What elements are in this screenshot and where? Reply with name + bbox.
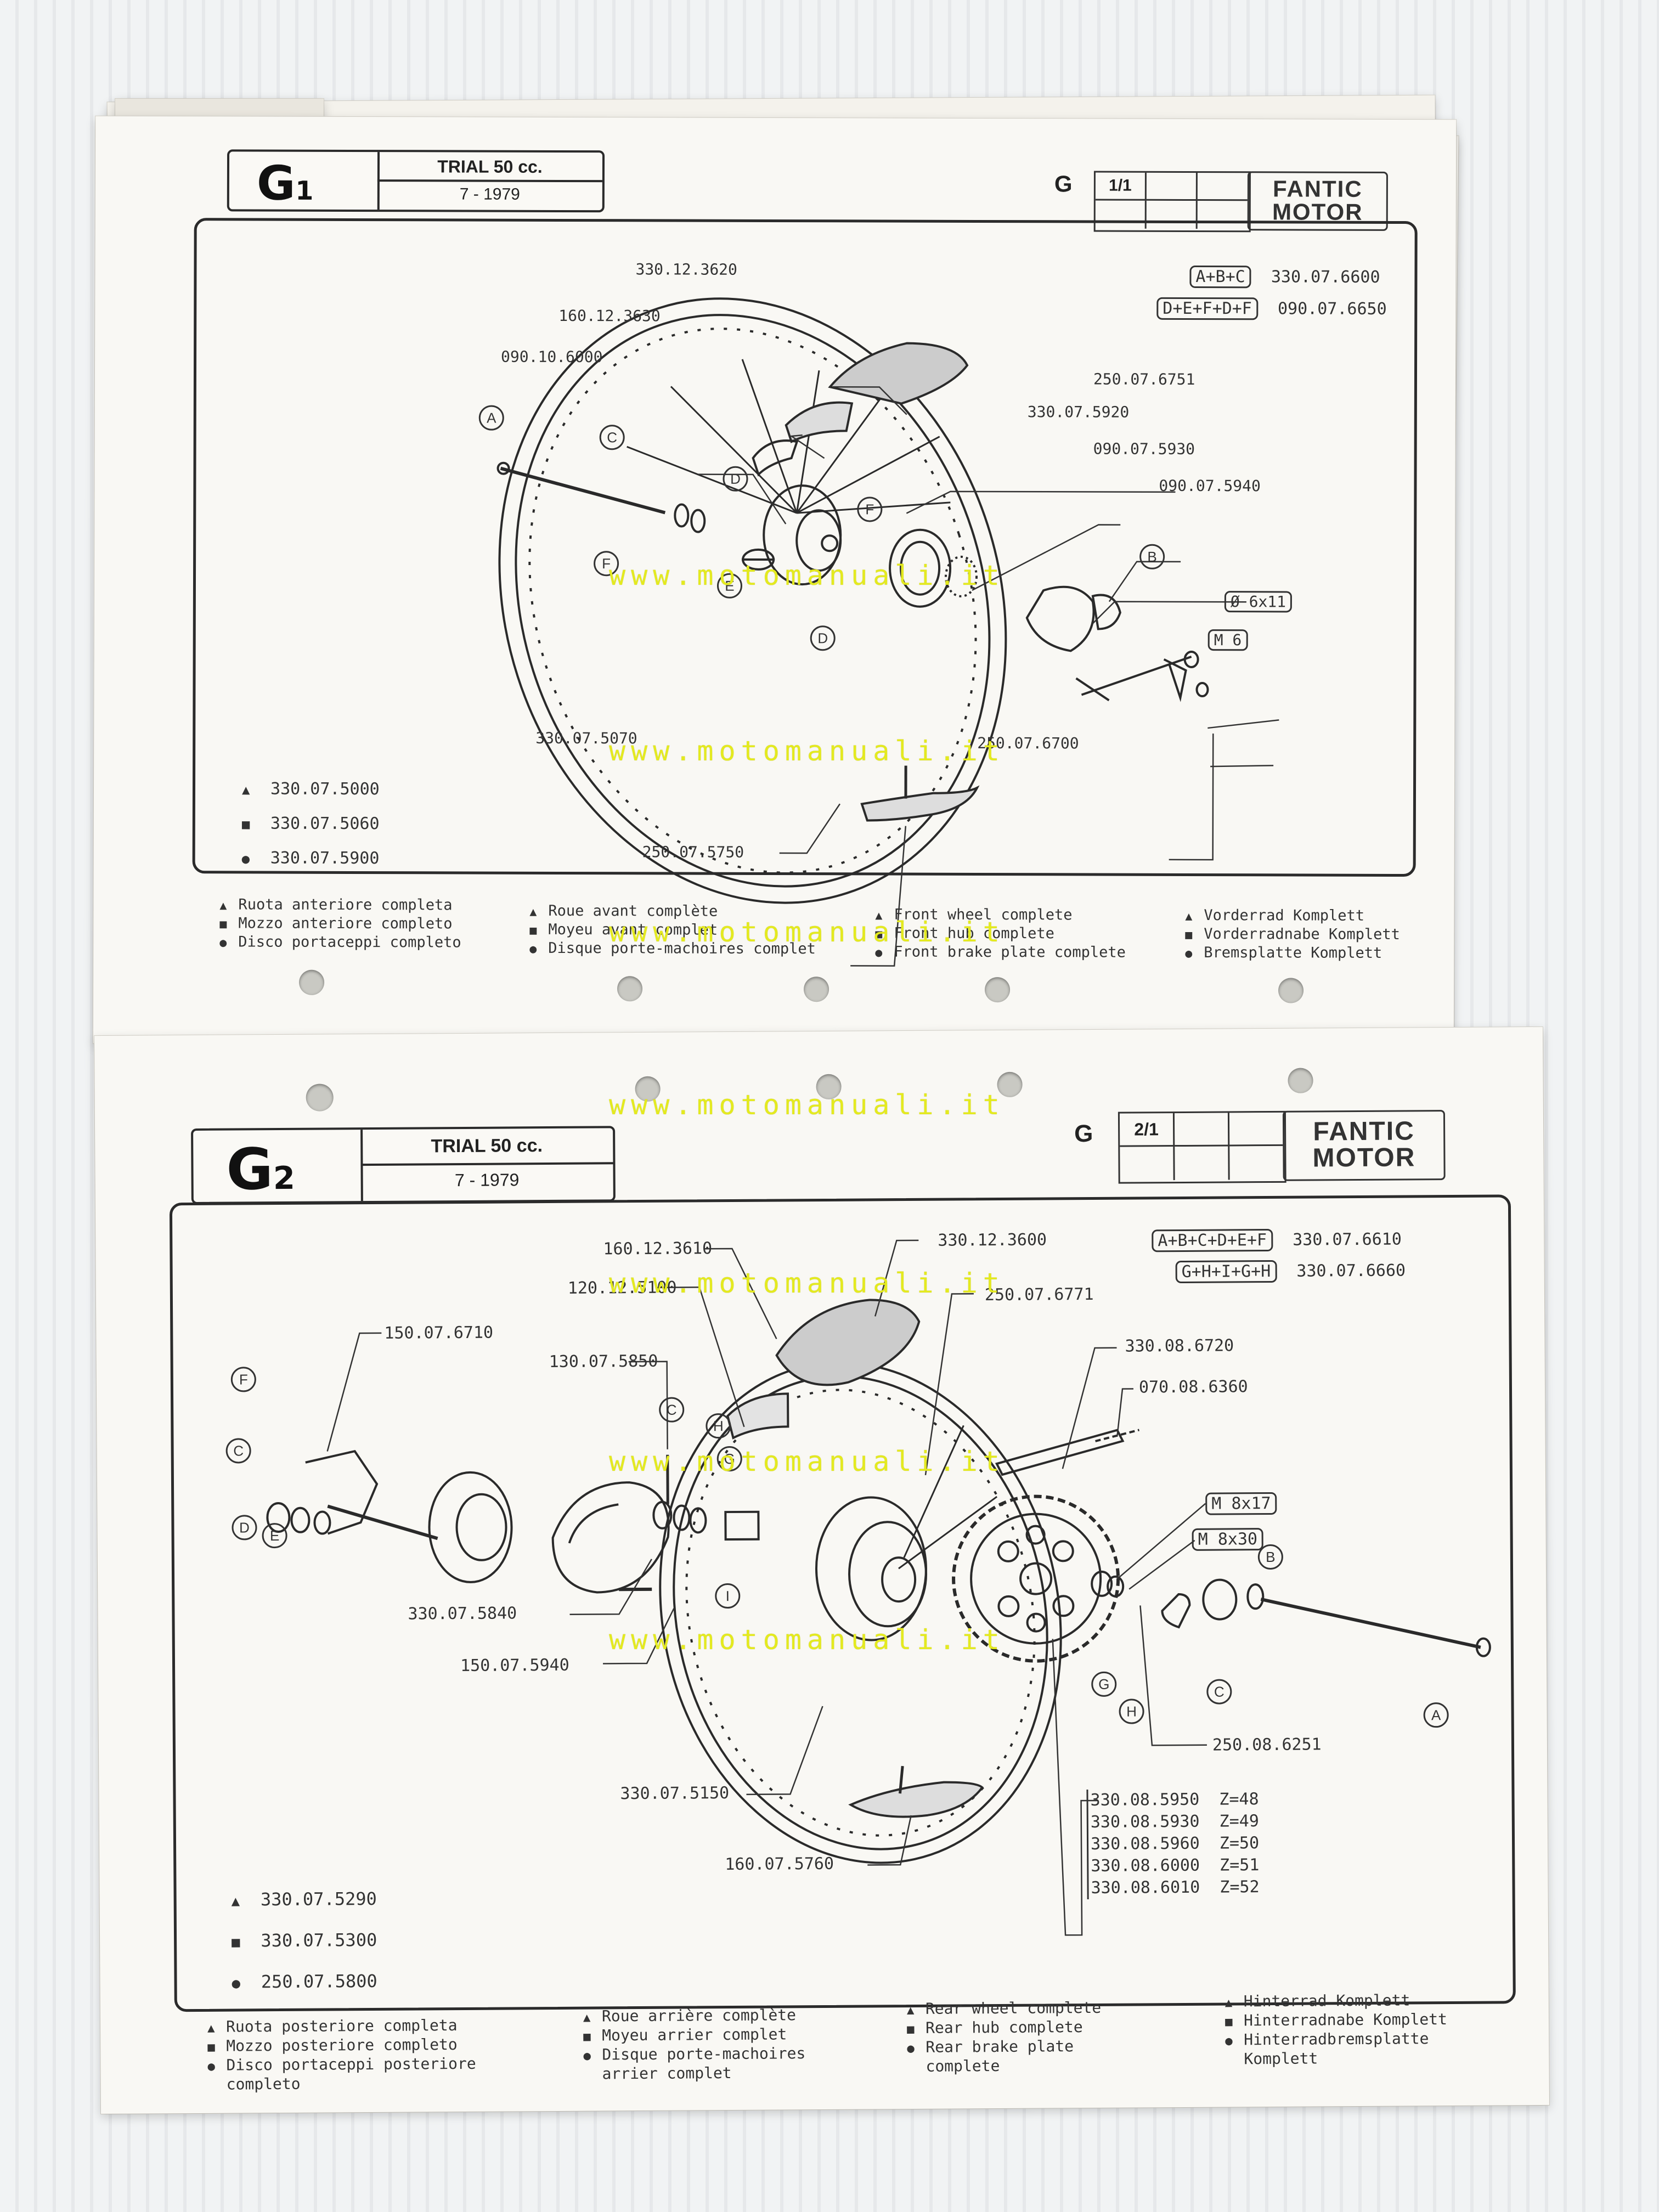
- legend-english: ▲Rear wheel complete ■Rear hub complete …: [906, 1998, 1102, 2075]
- callout-g: G: [1091, 1671, 1117, 1697]
- assembly-item: ● 250.07.5800: [232, 1970, 377, 1993]
- assembly-item: ▲ 330.07.5000: [241, 779, 380, 799]
- part-label: 090.10.6000: [501, 347, 603, 366]
- part-label: 090.07.5930: [1093, 439, 1195, 459]
- part-label: 070.08.6360: [1138, 1377, 1248, 1397]
- binder-hole: [299, 969, 325, 995]
- assembly-list: ▲ 330.07.5000 ■ 330.07.5060 ● 330.07.590…: [242, 772, 380, 876]
- callout-c: C: [599, 425, 625, 450]
- callout-f: F: [230, 1367, 256, 1392]
- watermark: www.motomanuali.it: [609, 1624, 1005, 1656]
- watermark: www.motomanuali.it: [609, 1089, 1005, 1121]
- legend-german: ▲Hinterrad Komplett ■Hinterradnabe Kompl…: [1224, 1991, 1447, 2068]
- binder-hole: [803, 977, 830, 1002]
- callout-d: D: [810, 625, 836, 651]
- sheet-g1: G1 TRIAL 50 cc. 7 - 1979 G 1/1 FANTIC MO…: [93, 116, 1457, 1047]
- part-label: 090.07.5940: [1159, 476, 1261, 495]
- front-rim: [498, 297, 1007, 904]
- callout-e: E: [262, 1522, 287, 1549]
- sprocket-item: 330.08.5950 Z=48: [1090, 1790, 1259, 1810]
- part-label: 250.07.5750: [642, 843, 744, 861]
- callout-d: D: [723, 466, 748, 492]
- callout-d: D: [232, 1515, 257, 1541]
- part-label: 330.07.5840: [408, 1604, 517, 1624]
- part-label: 330.07.5920: [1027, 403, 1130, 421]
- watermark: www.motomanuali.it: [609, 1446, 1005, 1477]
- callout-a: A: [1423, 1702, 1449, 1728]
- rear-wheel-diagram: [266, 1239, 1491, 1936]
- part-label: 150.07.6710: [384, 1323, 494, 1343]
- assembly-list: ▲ 330.07.5290 ■ 330.07.5300 ● 250.07.580…: [231, 1879, 377, 2004]
- assembly-item: ▲ 330.07.5290: [231, 1888, 377, 1910]
- rear-rim: [659, 1361, 1062, 1864]
- legend-german: ▲Vorderrad Komplett ■Vorderradnabe Kompl…: [1185, 907, 1400, 962]
- binder-hole: [984, 977, 1011, 1003]
- part-label: 330.12.3620: [635, 260, 737, 279]
- part-label: 330.12.3600: [938, 1230, 1047, 1250]
- sheet-g2: G2 TRIAL 50 cc. 7 - 1979 G 2/1 FANTIC MO…: [94, 1026, 1549, 2114]
- part-label: 150.07.5940: [460, 1655, 569, 1676]
- sprocket-item: 330.08.5960 Z=50: [1090, 1833, 1260, 1854]
- bolt-spec: M 8x17: [1205, 1492, 1277, 1515]
- binder-hole: [1278, 978, 1304, 1003]
- part-label: 330.08.6720: [1125, 1336, 1234, 1356]
- front-wheel-diagram: [496, 297, 1279, 967]
- sprocket-list: 330.08.5950 Z=48 330.08.5930 Z=49 330.08…: [1086, 1788, 1260, 1900]
- part-label: 160.12.3610: [603, 1239, 713, 1259]
- brake-plate: [428, 1471, 513, 1583]
- assembly-item: ● 330.07.5900: [241, 848, 380, 868]
- watermark: www.motomanuali.it: [609, 916, 1005, 948]
- assembly-item: ■ 330.07.5300: [232, 1929, 377, 1951]
- washer-spec: Ø 6x11: [1224, 591, 1293, 613]
- part-label: 330.07.5150: [620, 1784, 730, 1804]
- sprocket-item: 330.08.5930 Z=49: [1090, 1812, 1259, 1832]
- callout-c: C: [659, 1397, 685, 1423]
- nut-spec: M 6: [1207, 629, 1248, 651]
- watermark: www.motomanuali.it: [609, 560, 1005, 591]
- callout-b: B: [1257, 1544, 1284, 1570]
- assembly-item: ■ 330.07.5060: [241, 814, 380, 834]
- part-label: 130.07.5850: [549, 1351, 658, 1372]
- legend-italian: ▲Ruota posteriore completa ■Mozzo poster…: [207, 2016, 476, 2094]
- legend-italian: ▲Ruota anteriore completa ■Mozzo anterio…: [219, 896, 461, 951]
- callout-b: B: [1139, 544, 1165, 569]
- part-label: 160.12.3630: [558, 306, 661, 325]
- callout-c: C: [1206, 1679, 1232, 1705]
- callout-h: H: [706, 1413, 731, 1439]
- part-label: 160.07.5760: [725, 1854, 834, 1875]
- watermark: www.motomanuali.it: [609, 1267, 1005, 1299]
- part-label: 250.08.6251: [1212, 1735, 1322, 1755]
- callout-a: A: [478, 405, 504, 431]
- sprocket-item: 330.08.6000 Z=51: [1091, 1855, 1260, 1876]
- rear-hub: [815, 1496, 927, 1641]
- callout-i: I: [715, 1583, 741, 1609]
- legend-french: ▲Roue arrière complète ■Moyeu arrier com…: [583, 2006, 806, 2083]
- sprocket-item: 330.08.6010 Z=52: [1091, 1877, 1260, 1898]
- callout-c: C: [225, 1438, 251, 1464]
- binder-hole: [617, 976, 643, 1002]
- callout-f: F: [857, 496, 883, 522]
- watermark: www.motomanuali.it: [609, 735, 1005, 767]
- callout-h: H: [1119, 1699, 1144, 1724]
- bolt-spec: M 8x30: [1192, 1528, 1264, 1551]
- part-label: 250.07.6751: [1093, 370, 1195, 389]
